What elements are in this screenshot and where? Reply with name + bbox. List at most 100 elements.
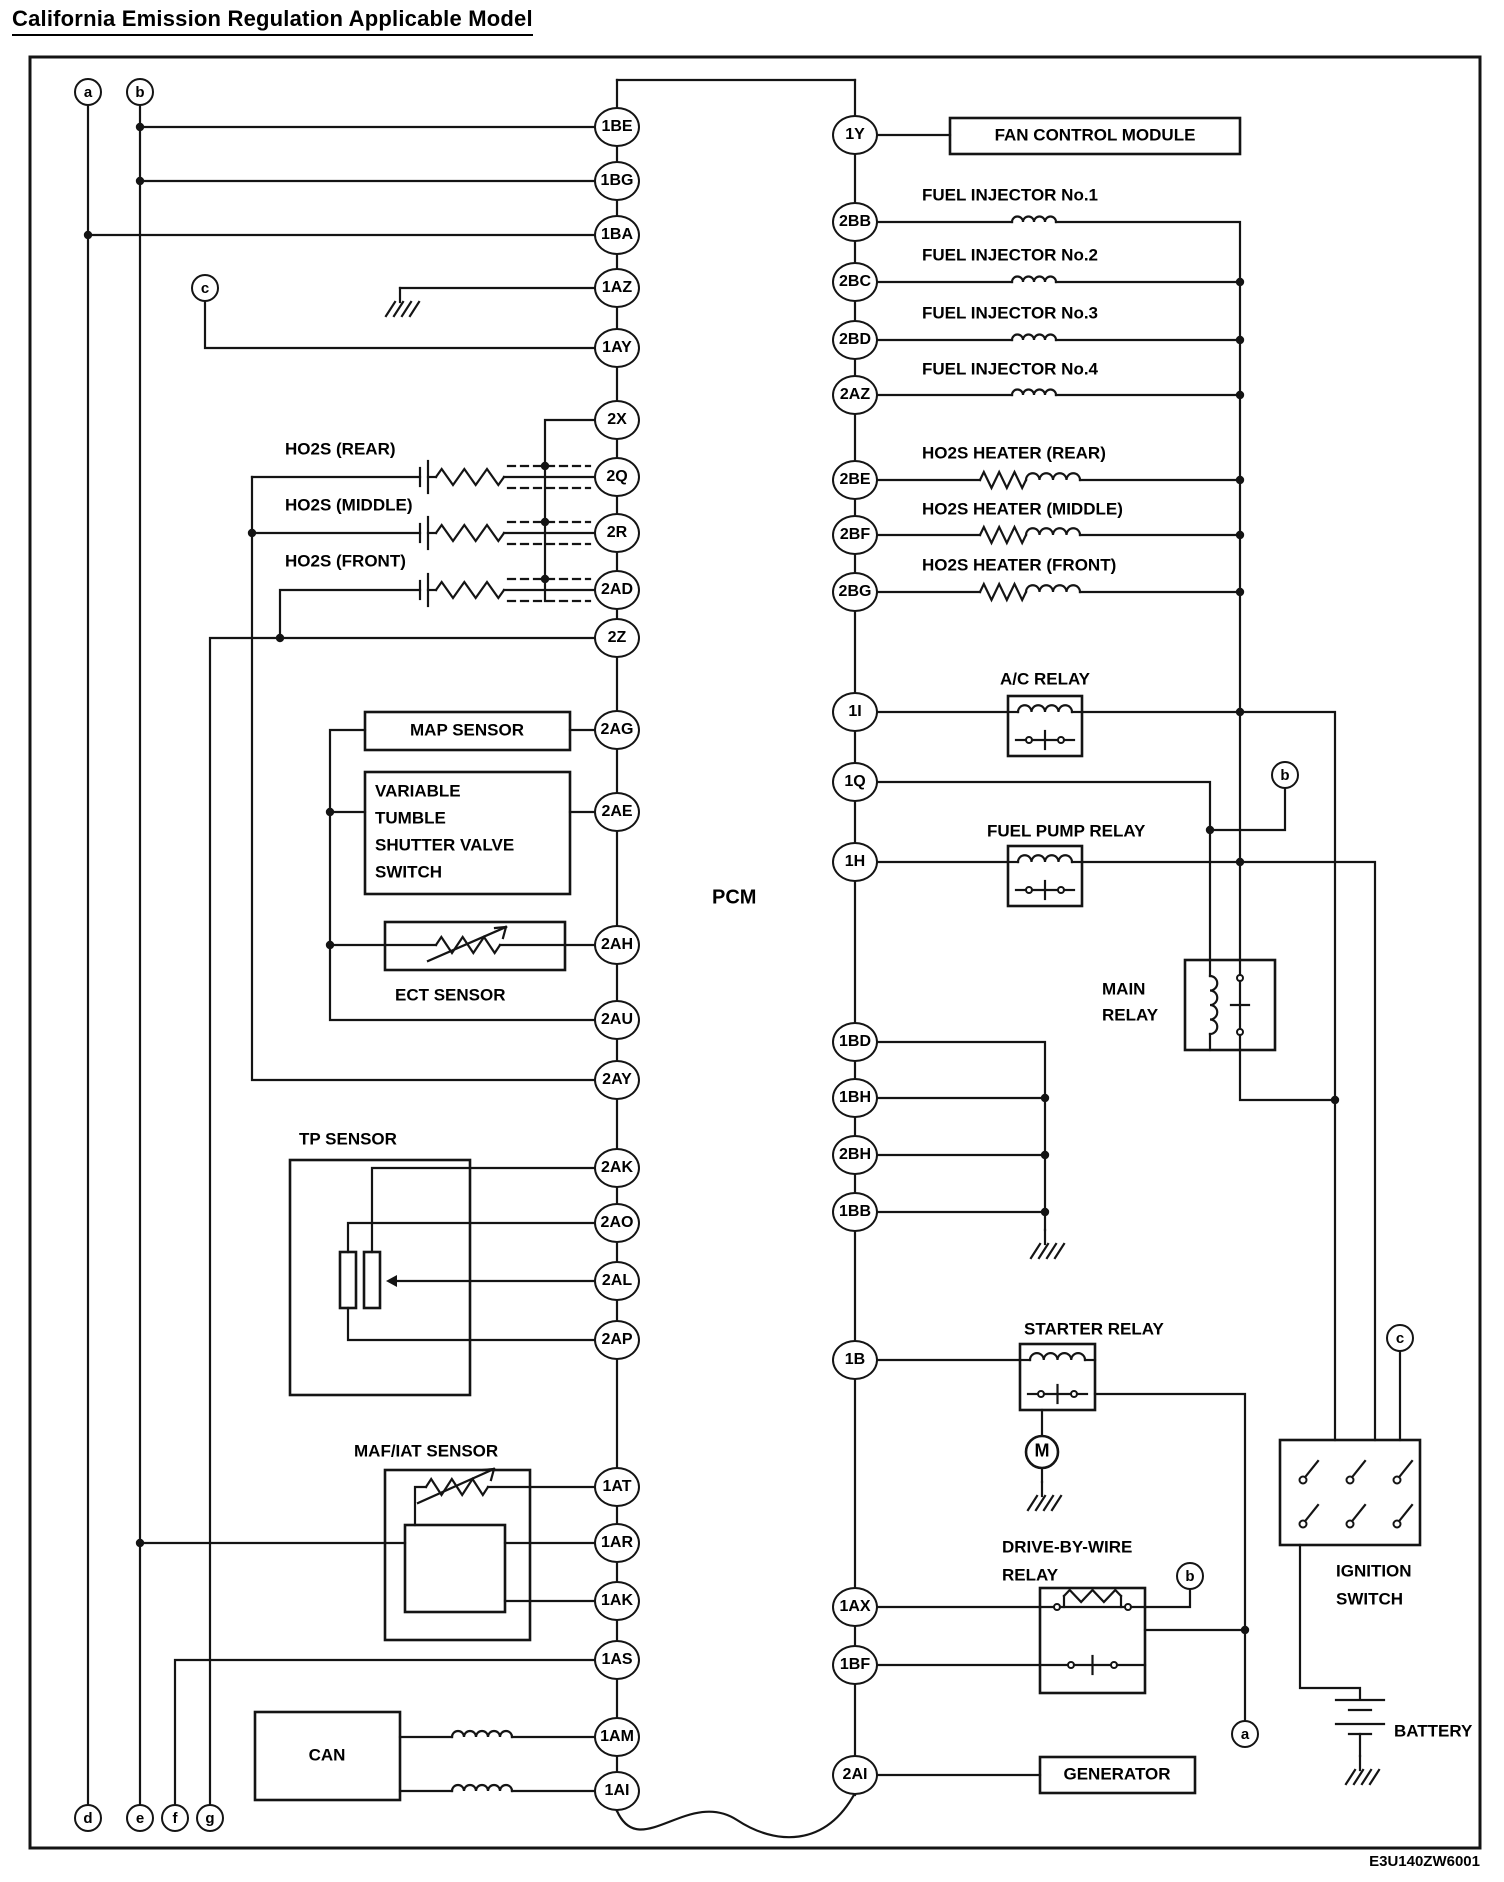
vtsv-line-2: TUMBLE: [373, 808, 448, 828]
junction-dot: [135, 176, 145, 186]
pcm-pin-2x: 2X: [594, 400, 640, 440]
switch-contact-icon: [1392, 1519, 1402, 1529]
wire: [328, 728, 596, 1022]
ac-relay-label: A/C RELAY: [997, 669, 1093, 689]
relay-box: [1006, 694, 1084, 758]
thermistor-arrow-icon: [481, 1467, 496, 1472]
junction-dot: [540, 574, 550, 584]
junction-dot: [247, 528, 257, 538]
wire: [1143, 1588, 1192, 1609]
pcm-pin-1h: 1H: [832, 842, 878, 882]
pcm-pin-1ar: 1AR: [594, 1523, 640, 1563]
ho2s-front-label: HO2S (FRONT): [283, 551, 408, 571]
maf-sensor-box: [383, 1468, 532, 1642]
coil-icon: [1024, 584, 1082, 594]
ground-icon: [408, 300, 421, 318]
pcm-pin-1as: 1AS: [594, 1640, 640, 1680]
dbw-relay-box: [1038, 1586, 1147, 1695]
pcm-pin-2bh: 2BH: [832, 1135, 878, 1175]
relay-box: [1018, 1342, 1097, 1412]
pcm-continuation-wave: [615, 1791, 857, 1839]
relay-coil-icon: [1016, 704, 1074, 714]
ignition-switch-label-1: IGNITION: [1334, 1561, 1414, 1581]
diagram-border: [28, 55, 1482, 1850]
fuel-injector-1-label: FUEL INJECTOR No.1: [920, 185, 1101, 205]
map-sensor-label: MAP SENSOR: [408, 720, 526, 740]
coil-icon: [1010, 333, 1058, 342]
fan-control-module-label: FAN CONTROL MODULE: [992, 125, 1198, 145]
pcm-pin-2bg: 2BG: [832, 572, 878, 612]
wire: [413, 1485, 428, 1527]
wiper-arrow-icon: [386, 1275, 397, 1287]
thermistor-icon: [434, 935, 502, 955]
ignition-switch-label-2: SWITCH: [1334, 1589, 1406, 1609]
resistor-icon: [434, 580, 506, 600]
wire: [173, 1658, 596, 1806]
wire: [1298, 1543, 1362, 1700]
wire: [370, 1166, 596, 1254]
pcm-pin-1be: 1BE: [594, 107, 640, 147]
generator-box: [1038, 1755, 1197, 1795]
starter-relay-label: STARTER RELAY: [1022, 1319, 1166, 1339]
vtsv-box: [363, 770, 572, 896]
connector-d-3: d: [74, 1804, 102, 1832]
fan-control-module-box: [948, 116, 1242, 156]
junction-dot: [1235, 390, 1245, 400]
junction-dot: [1235, 587, 1245, 597]
wire: [1238, 1048, 1337, 1102]
connector-f-5: f: [161, 1804, 189, 1832]
resistor-icon: [434, 467, 506, 487]
wire: [250, 475, 596, 1082]
pcm-pin-1az: 1AZ: [594, 268, 640, 308]
can-label: CAN: [306, 1745, 348, 1765]
coil-icon: [1010, 275, 1058, 284]
ground-icon: [1344, 1768, 1357, 1786]
junction-dot: [1040, 1093, 1050, 1103]
junction-dot: [325, 940, 335, 950]
ground-icon: [1053, 1242, 1066, 1260]
junction-dot: [1330, 1095, 1340, 1105]
pcm-pin-2q: 2Q: [594, 457, 640, 497]
pcm-pin-2al: 2AL: [594, 1261, 640, 1301]
fuel-pump-relay-label: FUEL PUMP RELAY: [985, 821, 1148, 841]
pcm-pin-2bb: 2BB: [832, 202, 878, 242]
pcm-pin-1ba: 1BA: [594, 215, 640, 255]
wire: [1080, 710, 1337, 1442]
coil-icon: [1024, 527, 1082, 537]
ground-icon: [1368, 1768, 1381, 1786]
junction-dot: [1235, 707, 1245, 717]
pcm-pin-2r: 2R: [594, 513, 640, 553]
switch-contact-icon: [1392, 1475, 1402, 1485]
ground-icon: [1026, 1494, 1039, 1512]
connector-g-6: g: [196, 1804, 224, 1832]
junction-dot: [1235, 857, 1245, 867]
wire: [875, 780, 1212, 962]
ground-icon: [400, 300, 413, 318]
junction-dot: [83, 230, 93, 240]
ground-icon: [1360, 1768, 1373, 1786]
resistor-icon: [978, 581, 1028, 603]
wire: [875, 1040, 1047, 1232]
junction-dot: [1235, 277, 1245, 287]
switch-blade-icon: [1351, 1503, 1367, 1522]
ground-icon: [1042, 1494, 1055, 1512]
pcm-pin-1bh: 1BH: [832, 1078, 878, 1118]
ground-icon: [1045, 1242, 1058, 1260]
tp-sensor-box: [288, 1158, 472, 1397]
main-relay-label-2: RELAY: [1100, 1005, 1161, 1025]
relay-coil-icon: [1028, 1352, 1087, 1362]
ho2s-rear-label: HO2S (REAR): [283, 439, 398, 459]
connector-b-7: b: [1271, 761, 1299, 789]
pcm-pin-2ap: 2AP: [594, 1320, 640, 1360]
pcm-pin-2bf: 2BF: [832, 515, 878, 555]
resistor-icon: [978, 524, 1028, 546]
thermistor-arrow-icon: [489, 1467, 496, 1482]
pcm-pin-1bf: 1BF: [832, 1645, 878, 1685]
thermistor-arrow-icon: [426, 925, 508, 963]
coil-icon: [1024, 472, 1082, 482]
ground-icon: [1037, 1242, 1050, 1260]
pcm-pin-2ae: 2AE: [594, 792, 640, 832]
junction-dot: [135, 122, 145, 132]
wire: [1093, 1392, 1247, 1722]
